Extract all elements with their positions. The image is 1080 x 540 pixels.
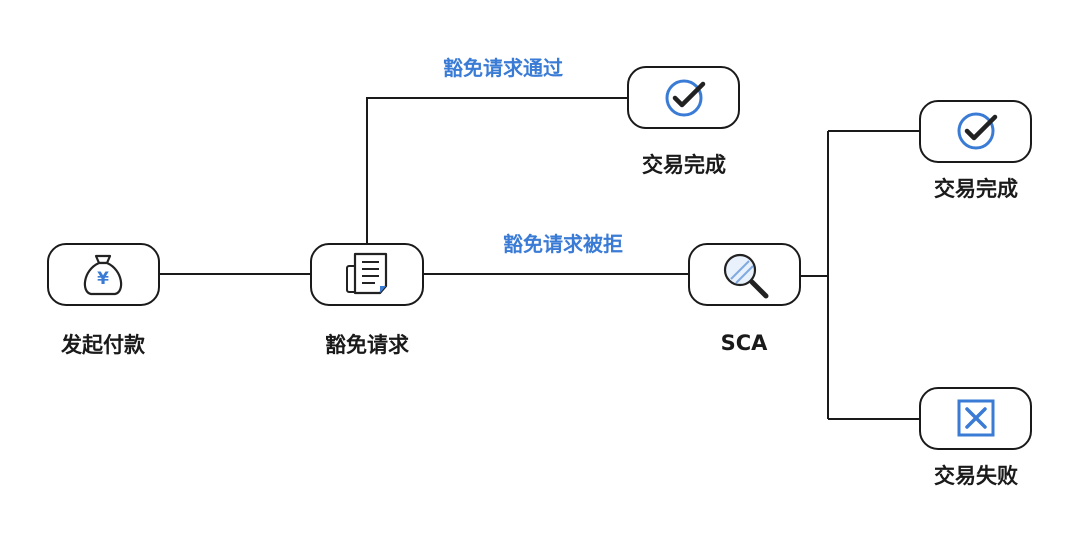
node-box [919,100,1032,163]
node-label: 交易完成 [642,153,726,177]
node-exemption-request: 豁免请求 [310,243,424,357]
node-initiate-payment: ¥ 发起付款 [47,243,160,357]
node-complete-top: 交易完成 [627,66,740,177]
x-square-icon [957,399,995,437]
node-label: 豁免请求 [325,333,409,357]
magnifier-icon [723,253,769,299]
edge-label-approved: 豁免请求通过 [443,56,563,80]
document-icon [346,252,388,295]
connectors [159,97,920,420]
check-circle-icon [665,79,706,117]
node-label: 发起付款 [60,333,146,357]
node-box [627,66,740,129]
node-label: 交易失败 [934,464,1018,488]
node-complete-right: 交易完成 [919,100,1032,201]
check-circle-icon [957,112,998,150]
edge-label-rejected: 豁免请求被拒 [503,232,623,256]
node-label: SCA [721,331,769,355]
svg-text:¥: ¥ [97,269,109,289]
node-label: 交易完成 [934,177,1018,201]
connector-request-to-approved [366,97,628,244]
node-sca: SCA [688,243,801,355]
node-failed: 交易失败 [919,387,1032,488]
money-bag-yen-icon: ¥ [83,254,123,296]
